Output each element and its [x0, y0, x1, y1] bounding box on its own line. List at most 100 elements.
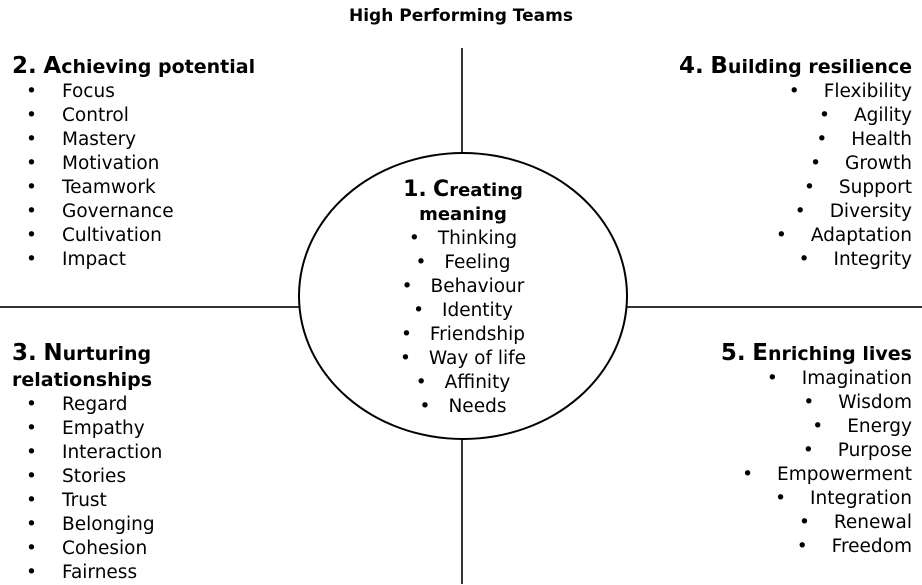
bullet-icon: •: [26, 129, 37, 150]
bullet-icon: •: [26, 81, 37, 102]
bullet-icon: •: [766, 368, 778, 389]
center-title-line2: meaning: [419, 204, 507, 225]
bullet-icon: •: [415, 252, 427, 273]
list-item: •Growth: [679, 152, 912, 176]
bullet-icon: •: [775, 488, 787, 509]
center-initial: C: [433, 177, 450, 202]
list-item-label: Health: [851, 129, 912, 150]
list-item: • Mastery: [12, 128, 255, 152]
list-item: • Wisdom: [721, 391, 912, 415]
list-item: •Trust: [12, 489, 162, 513]
quadrant-number: 5.: [720, 340, 746, 366]
bullet-icon: •: [802, 440, 814, 461]
quadrant-title-rest: urturing: [62, 343, 152, 365]
bullet-icon: •: [413, 300, 424, 321]
quadrant-list: •Regard•Empathy•Interaction•Stories•Trus…: [12, 393, 162, 585]
list-item: •Affinity: [298, 371, 628, 395]
divider-horizontal-left: [0, 306, 299, 308]
quadrant-number: 2.: [12, 53, 37, 79]
list-item: •Focus: [12, 80, 255, 104]
divider-vertical-bottom: [461, 438, 463, 584]
bullet-icon: •: [812, 416, 824, 437]
list-item-label: Freedom: [831, 536, 912, 557]
list-item-label: Fairness: [62, 562, 138, 583]
list-item: •Agility: [679, 104, 912, 128]
bullet-icon: •: [26, 394, 37, 415]
bullet-icon: •: [796, 536, 808, 557]
list-item-label: Diversity: [829, 201, 912, 222]
bullet-icon: •: [26, 466, 37, 487]
bullet-icon: •: [26, 514, 37, 535]
list-item-label: Integrity: [833, 249, 912, 270]
list-item: •Empowerment: [721, 463, 912, 487]
list-item-label: Motivation: [62, 153, 160, 174]
quadrant-title-rest: uilding resilience: [727, 56, 912, 78]
bullet-icon: •: [26, 538, 37, 559]
bullet-icon: •: [26, 105, 37, 126]
center-title-rest: reating: [449, 180, 523, 201]
list-item: •Teamwork: [12, 176, 255, 200]
list-item: •Adaptation: [679, 224, 912, 248]
bullet-icon: •: [810, 153, 822, 174]
divider-vertical-top: [461, 48, 463, 154]
list-item-label: Feeling: [444, 252, 511, 273]
list-item-label: Affinity: [444, 372, 511, 393]
bullet-icon: •: [26, 562, 37, 583]
list-item: •Renewal: [721, 511, 912, 535]
center-list: •Thinking•Feeling•Behaviour•Identity•Fri…: [298, 227, 628, 419]
list-item-label: Purpose: [837, 440, 912, 461]
bullet-icon: •: [399, 348, 411, 369]
list-item-label: Teamwork: [62, 177, 156, 198]
list-item: •Friendship: [298, 323, 628, 347]
quadrant-nurturing-relationships: 3. Nurturing relationships •Regard•Empat…: [12, 340, 162, 585]
list-item-label: Identity: [442, 300, 513, 321]
quadrant-number: 3.: [12, 340, 37, 366]
list-item-label: Way of life: [428, 348, 527, 369]
quadrant-title: 3. Nurturing: [12, 340, 162, 367]
list-item-label: Wisdom: [838, 392, 912, 413]
list-item-label: Mastery: [62, 129, 137, 150]
quadrant-achieving-potential: 2. Achieving potential •Focus•Control• Ma…: [12, 53, 255, 272]
quadrant-title-rest: chieving potential: [61, 56, 256, 78]
quadrant-title: 4. Building resilience: [679, 53, 912, 80]
diagram-title: High Performing Teams: [349, 6, 573, 26]
list-item: •Cultivation: [12, 224, 255, 248]
list-item: •Governance: [12, 200, 255, 224]
bullet-icon: •: [803, 392, 815, 413]
quadrant-enriching-lives: 5. Enriching lives •Imagination•Wisdom•E…: [721, 340, 912, 559]
list-item: • Regard: [12, 393, 162, 417]
bullet-icon: •: [408, 228, 420, 249]
list-item: • Way of life: [298, 347, 628, 371]
quadrant-number: 4.: [679, 53, 704, 79]
list-item-label: Renewal: [833, 512, 912, 533]
bullet-icon: •: [26, 442, 37, 463]
quadrant-title: 2. Achieving potential: [12, 53, 255, 80]
list-item-label: Thinking: [437, 228, 518, 249]
bullet-icon: •: [26, 418, 37, 439]
list-item: •Support: [679, 176, 912, 200]
bullet-icon: •: [788, 81, 800, 102]
quadrant-initial: B: [710, 53, 728, 79]
list-item-label: Belonging: [62, 514, 155, 535]
bullet-icon: •: [400, 324, 412, 345]
list-item-label: Needs: [448, 396, 507, 417]
bullet-icon: •: [26, 490, 37, 511]
bullet-icon: •: [816, 129, 828, 150]
list-item-label: Regard: [62, 394, 128, 415]
list-item-label: Adaptation: [810, 225, 912, 246]
list-item: • Health: [679, 128, 912, 152]
list-item-label: Empathy: [62, 418, 145, 439]
list-item-label: Integration: [810, 488, 912, 509]
quadrant-title-rest: nriching lives: [767, 343, 912, 365]
list-item-label: Energy: [847, 416, 912, 437]
list-item-label: Agility: [853, 105, 912, 126]
list-item: •Diversity: [679, 200, 912, 224]
quadrant-initial: E: [752, 340, 768, 366]
list-item: •Control: [12, 104, 255, 128]
list-item-label: Empowerment: [777, 464, 912, 485]
center-circle: [298, 152, 628, 440]
list-item-label: Imagination: [801, 368, 912, 389]
list-item-label: Cohesion: [62, 538, 148, 559]
list-item: • Integration: [721, 487, 912, 511]
list-item: • Freedom: [721, 535, 912, 559]
